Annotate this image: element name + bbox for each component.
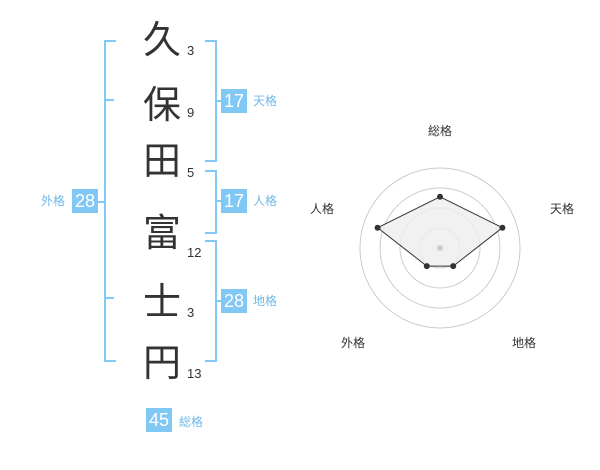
stroke-count-4: 12 xyxy=(187,245,202,260)
name-char-2: 保 xyxy=(142,83,181,127)
radar-point xyxy=(437,193,443,200)
radar-center-dot xyxy=(437,245,443,251)
name-char-6: 円 xyxy=(142,341,181,385)
stroke-count-1: 3 xyxy=(187,43,195,58)
radar-point xyxy=(499,224,506,231)
gaikaku-label: 外格 xyxy=(41,194,66,208)
stroke-count-6: 13 xyxy=(187,366,202,381)
gaikaku-badge: 28 xyxy=(72,189,99,213)
jinkaku-label: 人格 xyxy=(253,194,278,208)
radar-axis-label-gaikaku: 外格 xyxy=(341,336,366,350)
jinkaku-badge: 17 xyxy=(221,189,248,213)
soukaku-badge: 45 xyxy=(146,408,173,432)
tenkaku-label: 天格 xyxy=(253,94,278,108)
radar-axis-label-chikaku: 地格 xyxy=(512,336,537,350)
gaikaku-bracket xyxy=(104,40,116,362)
bracket-tick xyxy=(215,100,221,102)
radar-ring xyxy=(379,187,501,309)
tenkaku-badge: 17 xyxy=(221,89,248,113)
radar-axis-label-jinkaku: 人格 xyxy=(310,202,335,216)
name-char-4: 富 xyxy=(142,211,181,255)
chikaku-label: 地格 xyxy=(253,294,278,308)
stroke-count-5: 3 xyxy=(187,305,195,320)
bracket-tick xyxy=(104,99,114,101)
bracket-tick xyxy=(98,201,105,203)
name-char-3: 田 xyxy=(142,139,181,183)
soukaku-label: 総格 xyxy=(179,415,204,429)
name-char-1: 久 xyxy=(142,18,181,62)
bracket-tick xyxy=(215,300,221,302)
chikaku-badge: 28 xyxy=(221,289,248,313)
radar-axis-label-soukaku: 総格 xyxy=(428,124,453,138)
name-char-5: 士 xyxy=(142,280,181,324)
radar-point xyxy=(374,224,381,231)
stroke-count-3: 5 xyxy=(187,165,195,180)
bracket-tick xyxy=(215,200,221,202)
radar-area xyxy=(376,196,504,267)
radar-point xyxy=(423,263,430,270)
radar-point xyxy=(450,263,457,270)
jinkaku-bracket xyxy=(205,170,217,234)
radar-axis-label-tenkaku: 天格 xyxy=(550,202,575,216)
stroke-count-2: 9 xyxy=(187,105,195,120)
bracket-tick xyxy=(104,297,114,299)
